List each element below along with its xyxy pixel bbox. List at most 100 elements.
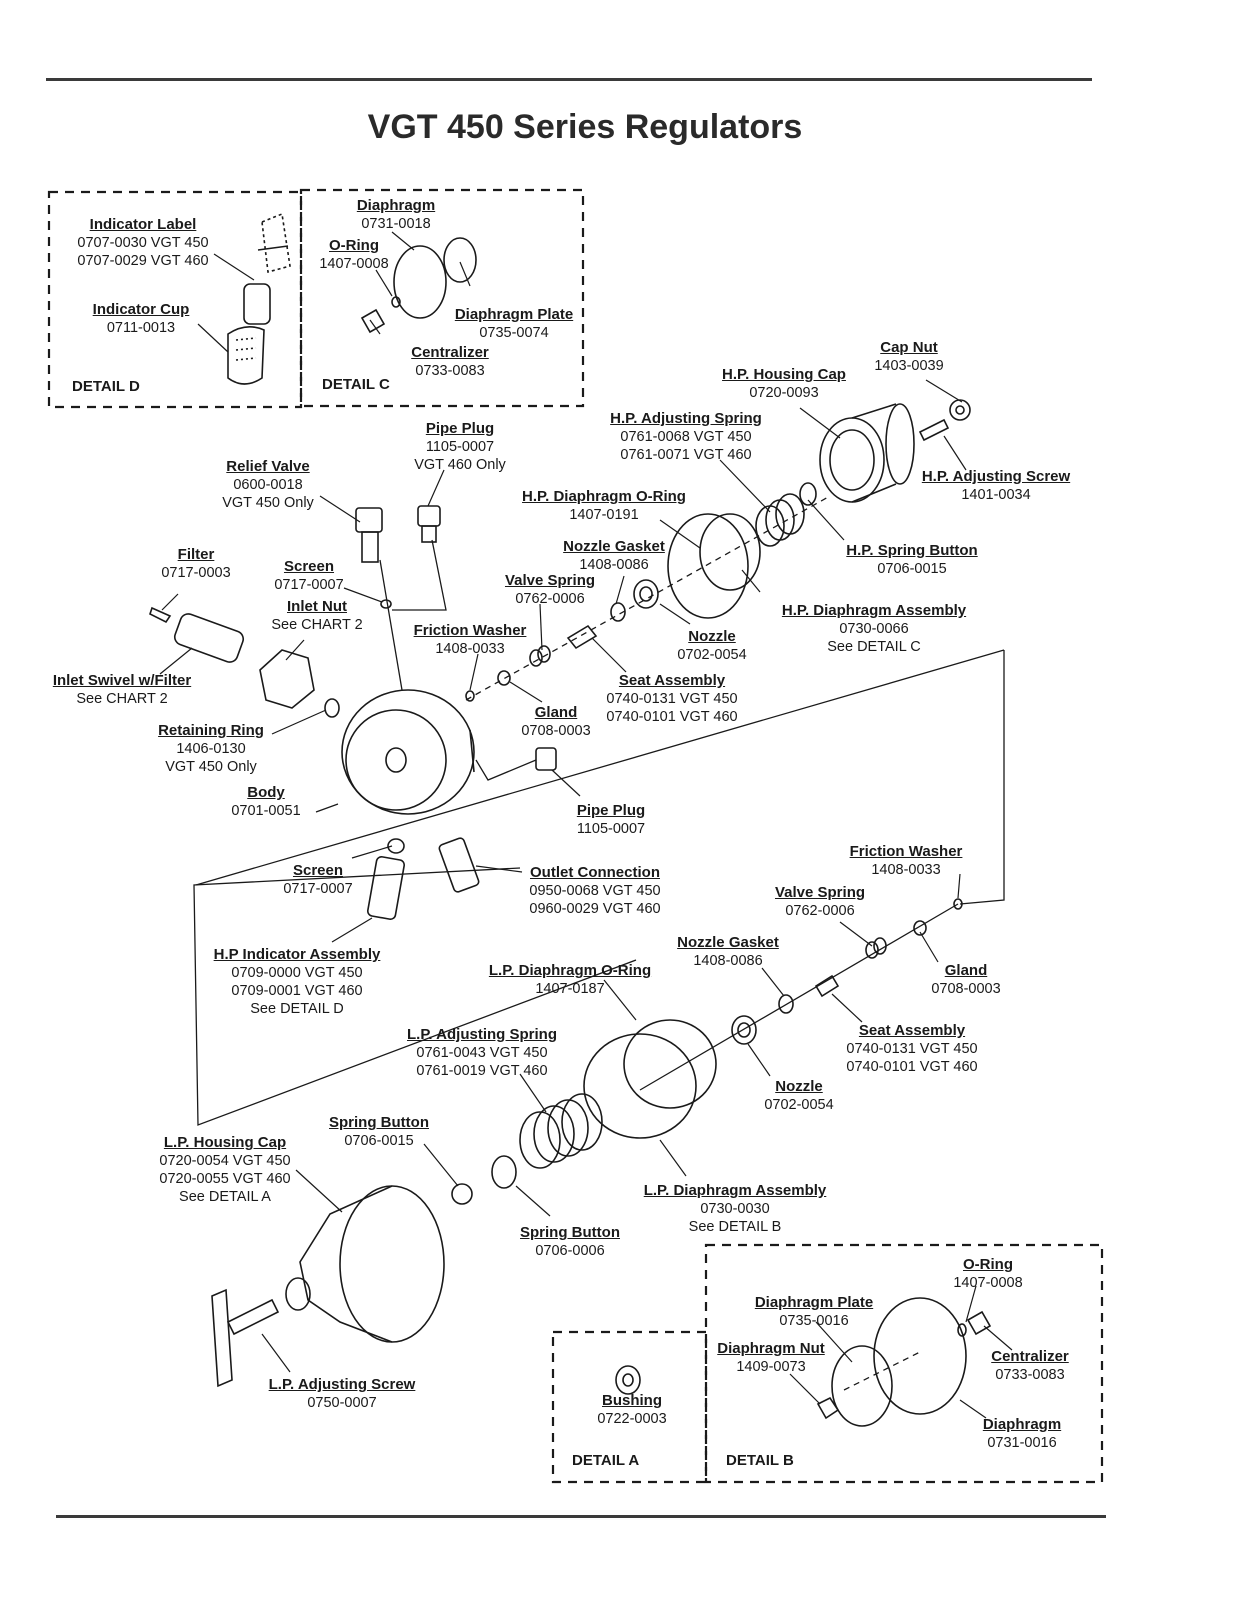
pipe-plug-top-part bbox=[417, 505, 441, 543]
spring-button-low-part bbox=[491, 1155, 517, 1189]
part-name: Relief Valve bbox=[226, 458, 310, 475]
part-name: Body bbox=[247, 784, 285, 801]
lp-diaphragm-assembly-part bbox=[583, 1033, 697, 1139]
part-number: 1401-0034 bbox=[961, 487, 1031, 503]
cap-nut-part bbox=[949, 399, 971, 421]
part-name: H.P. Housing Cap bbox=[722, 366, 846, 383]
part-name: Gland bbox=[534, 704, 578, 721]
part-number: 1105-0007 bbox=[425, 439, 495, 455]
part-number: VGT 460 Only bbox=[414, 457, 506, 473]
part-number: 0706-0015 bbox=[344, 1133, 414, 1149]
b-centralizer-part bbox=[966, 1310, 992, 1336]
b-diaphragm-plate-part bbox=[831, 1345, 893, 1427]
part-name: Screen bbox=[292, 862, 344, 879]
part-number: 0720-0054 VGT 450 bbox=[159, 1153, 291, 1169]
lp-diaphragm-o-ring-part bbox=[623, 1019, 717, 1109]
part-number: See DETAIL D bbox=[250, 1001, 344, 1017]
part-number: 1408-0086 bbox=[693, 953, 763, 969]
part-number: VGT 450 Only bbox=[222, 495, 314, 511]
nozzle-gasket-top-part bbox=[610, 602, 626, 622]
friction-washer-top-part bbox=[465, 690, 475, 702]
lp-adjusting-spring-part bbox=[519, 1093, 603, 1169]
part-number: 0740-0131 VGT 450 bbox=[606, 691, 738, 707]
part-number: 0720-0055 VGT 460 bbox=[159, 1171, 291, 1187]
part-number: 0717-0003 bbox=[161, 565, 231, 581]
part-number: 0740-0101 VGT 460 bbox=[606, 709, 738, 725]
part-name: Seat Assembly bbox=[858, 1022, 966, 1039]
part-number: 0731-0018 bbox=[361, 216, 431, 232]
inlet-swivel-part bbox=[173, 613, 245, 663]
part-number: 0711-0013 bbox=[106, 320, 176, 336]
part-number: 1403-0039 bbox=[874, 358, 944, 374]
part-number: 1407-0008 bbox=[953, 1275, 1023, 1291]
lp-housing-cap-part bbox=[285, 1185, 445, 1343]
part-name: H.P. Spring Button bbox=[846, 542, 978, 559]
part-name: H.P. Diaphragm Assembly bbox=[781, 602, 967, 619]
nozzle-top-part bbox=[633, 579, 659, 609]
relief-valve-part bbox=[355, 507, 383, 563]
part-number: 0740-0101 VGT 460 bbox=[846, 1059, 978, 1075]
part-number: 1407-0187 bbox=[535, 981, 605, 997]
seat-assembly-top-part bbox=[566, 624, 598, 650]
part-name: Valve Spring bbox=[504, 572, 596, 589]
part-name: Bushing bbox=[602, 1392, 662, 1409]
page-title: VGT 450 Series Regulators bbox=[367, 108, 803, 146]
part-name: Retaining Ring bbox=[158, 722, 264, 739]
filter-part bbox=[149, 606, 172, 624]
part-number: 0707-0030 VGT 450 bbox=[77, 235, 209, 251]
valve-spring-top-part bbox=[529, 645, 551, 667]
part-name: L.P. Diaphragm Assembly bbox=[643, 1182, 827, 1199]
part-number: 0600-0018 bbox=[233, 477, 303, 493]
part-number: 1409-0073 bbox=[736, 1359, 806, 1375]
inlet-nut-part bbox=[259, 649, 315, 709]
part-number: VGT 450 Only bbox=[165, 759, 257, 775]
part-number: See CHART 2 bbox=[76, 691, 168, 707]
part-name: Outlet Connection bbox=[529, 864, 660, 881]
detail-b-label: DETAIL B bbox=[726, 1452, 794, 1469]
gland-low-part bbox=[913, 920, 927, 936]
retaining-ring-part bbox=[324, 698, 340, 718]
part-name: Nozzle bbox=[688, 628, 736, 645]
top-rule bbox=[46, 78, 1092, 81]
part-name: Pipe Plug bbox=[425, 420, 495, 437]
part-name: Seat Assembly bbox=[618, 672, 726, 689]
outlet-connection-part bbox=[438, 837, 480, 893]
bottom-rule bbox=[56, 1515, 1106, 1518]
part-number: 0735-0074 bbox=[479, 325, 549, 341]
part-number: 1408-0033 bbox=[435, 641, 505, 657]
hp-adjusting-screw-part bbox=[918, 418, 950, 442]
part-name: Diaphragm Plate bbox=[754, 1294, 874, 1311]
pipe-plug-side-part bbox=[535, 747, 557, 771]
part-number: 0733-0083 bbox=[415, 363, 485, 379]
screen-top-part bbox=[380, 599, 392, 609]
part-name: Nozzle bbox=[775, 1078, 823, 1095]
hp-diaphragm-o-ring-part bbox=[667, 513, 749, 619]
part-name: Valve Spring bbox=[774, 884, 866, 901]
